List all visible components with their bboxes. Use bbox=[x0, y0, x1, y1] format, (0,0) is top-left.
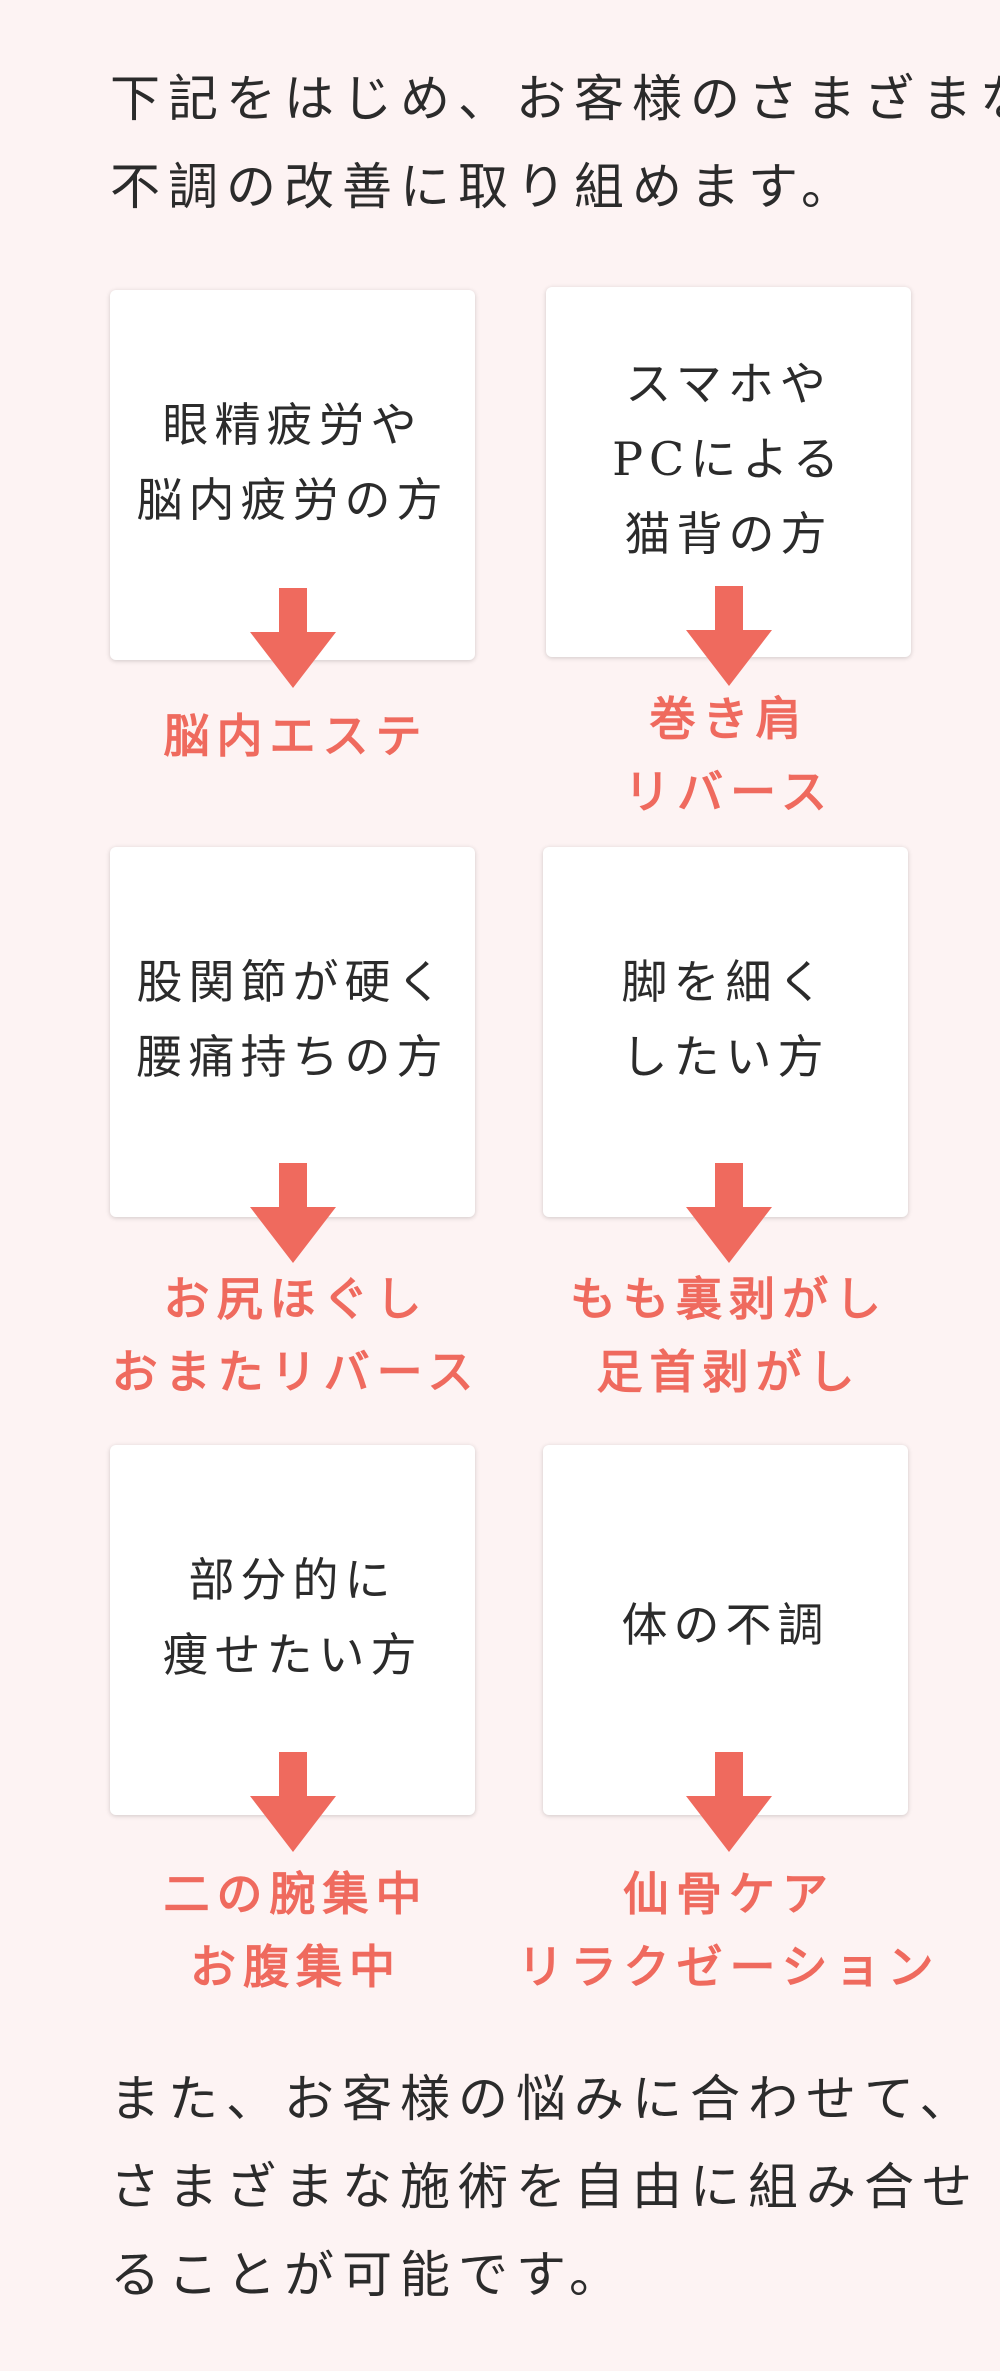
outro-line: さまざまな施術を自由に組み合せ bbox=[110, 2158, 980, 2216]
down-arrow-icon bbox=[686, 586, 772, 686]
treatment-label: 脳内エステ bbox=[56, 700, 536, 773]
treatment-line: 巻き肩 bbox=[649, 692, 809, 746]
card-line: 股関節が硬く bbox=[136, 954, 449, 1009]
card-line: 腰痛持ちの方 bbox=[136, 1029, 449, 1084]
card-line: 体の不調 bbox=[621, 1597, 830, 1652]
card-line: スマホや bbox=[625, 357, 832, 411]
treatment-line: おまたリバース bbox=[111, 1345, 481, 1399]
card-line: 痩せたい方 bbox=[162, 1627, 423, 1682]
card-line: 猫背の方 bbox=[624, 507, 833, 561]
down-arrow-icon bbox=[250, 1163, 336, 1263]
intro-text: 下記をはじめ、お客様のさまざまな 不調の改善に取り組めます。 bbox=[110, 55, 1000, 231]
card-line: 脳内疲労の方 bbox=[136, 472, 449, 527]
down-arrow-icon bbox=[686, 1163, 772, 1263]
treatment-line: もも裏剥がし bbox=[570, 1272, 888, 1326]
down-arrow-icon bbox=[250, 588, 336, 688]
treatment-line: リラクゼーション bbox=[517, 1940, 941, 1994]
symptom-card-hip: 股関節が硬く 腰痛持ちの方 bbox=[110, 847, 475, 1217]
treatment-line: 仙骨ケア bbox=[623, 1867, 835, 1921]
outro-line: また、お客様の悩みに合わせて、 bbox=[110, 2070, 978, 2128]
treatment-line: お尻ほぐし bbox=[163, 1272, 429, 1326]
outro-line: ることが可能です。 bbox=[110, 2246, 627, 2304]
treatment-label: 巻き肩 リバース bbox=[489, 683, 969, 829]
treatment-line: 足首剥がし bbox=[596, 1345, 862, 1399]
intro-line: 下記をはじめ、お客様のさまざまな bbox=[110, 70, 1000, 128]
symptom-card-posture: スマホや PCによる 猫背の方 bbox=[546, 287, 911, 657]
treatment-line: リバース bbox=[624, 765, 834, 819]
down-arrow-icon bbox=[250, 1752, 336, 1852]
treatment-label: もも裏剥がし 足首剥がし bbox=[489, 1263, 969, 1409]
treatment-line: 二の腕集中 bbox=[163, 1867, 429, 1921]
outro-text: また、お客様の悩みに合わせて、 さまざまな施術を自由に組み合せ ることが可能です… bbox=[110, 2055, 980, 2319]
intro-line: 不調の改善に取り組めます。 bbox=[110, 158, 859, 216]
card-line: 眼精疲労や bbox=[162, 397, 423, 452]
down-arrow-icon bbox=[686, 1752, 772, 1852]
card-line: したい方 bbox=[621, 1029, 830, 1084]
treatment-label: お尻ほぐし おまたリバース bbox=[56, 1263, 536, 1409]
symptom-card-body: 体の不調 bbox=[543, 1445, 908, 1815]
card-line: PCによる bbox=[612, 432, 845, 486]
treatment-label: 二の腕集中 お腹集中 bbox=[56, 1858, 536, 2004]
card-line: 部分的に bbox=[188, 1552, 397, 1607]
symptom-card-legs: 脚を細く したい方 bbox=[543, 847, 908, 1217]
treatment-line: お腹集中 bbox=[190, 1940, 402, 1994]
treatment-label: 仙骨ケア リラクゼーション bbox=[489, 1858, 969, 2004]
treatment-line: 脳内エステ bbox=[163, 709, 429, 763]
card-line: 脚を細く bbox=[621, 954, 830, 1009]
